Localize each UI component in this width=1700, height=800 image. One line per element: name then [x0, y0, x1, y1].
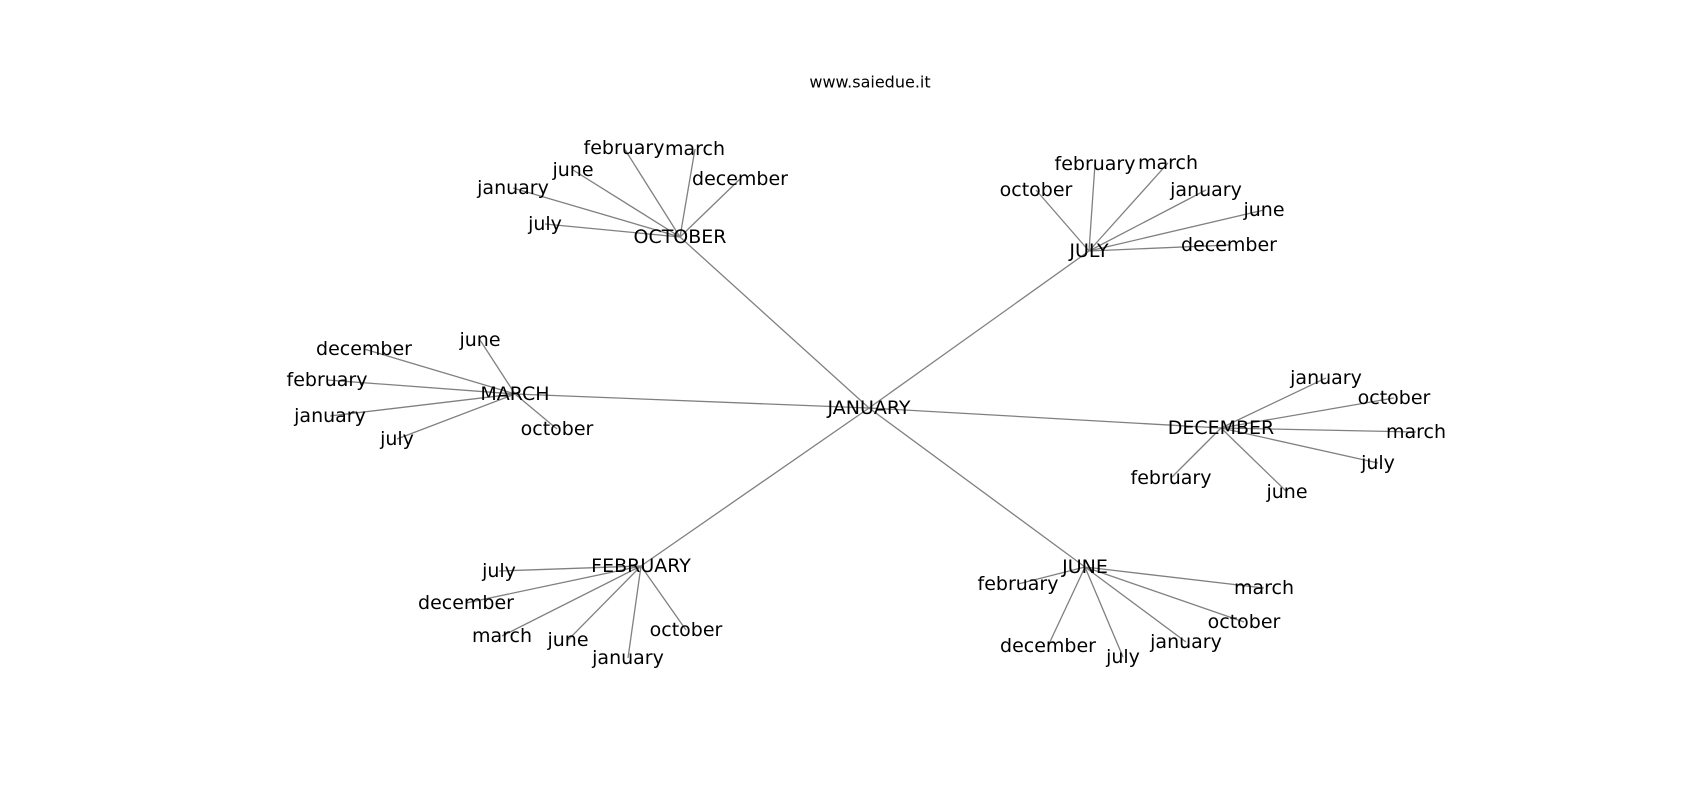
edge-march-to-january [329, 393, 516, 417]
edge-october-to-january [512, 187, 681, 238]
node-leaf-october-december: december [692, 168, 788, 190]
node-leaf-july-february: february [1055, 153, 1136, 175]
edge-february-to-december [465, 565, 642, 604]
diagram-title: www.saiedue.it [809, 73, 930, 92]
node-leaf-december-march: march [1386, 421, 1446, 443]
node-leaf-march-december: december [316, 338, 412, 360]
node-leaf-october-february: february [584, 137, 665, 159]
node-leaf-june-october: october [1208, 611, 1281, 633]
node-leaf-june-december: december [1000, 635, 1096, 657]
node-leaf-july-december: december [1181, 234, 1277, 256]
node-leaf-february-october: october [650, 619, 723, 641]
node-leaf-march-february: february [287, 369, 368, 391]
edge-root-to-june [868, 407, 1086, 568]
node-hub-june: JUNE [1061, 556, 1108, 578]
edges-layer [326, 147, 1417, 659]
node-leaf-december-october: october [1358, 387, 1431, 409]
edge-march-to-june [479, 339, 516, 395]
edge-june-to-july [1084, 566, 1124, 658]
node-leaf-october-january: january [476, 177, 549, 199]
node-leaf-december-june: june [1265, 481, 1307, 503]
edge-july-to-march [1088, 162, 1169, 252]
edge-june-to-december [1047, 566, 1086, 647]
edge-february-to-october [640, 565, 687, 631]
edge-march-to-july [396, 393, 516, 440]
edge-december-to-july [1220, 427, 1379, 464]
node-leaf-october-july: july [527, 213, 562, 235]
edge-december-to-march [1220, 427, 1417, 433]
edge-root-to-july [868, 250, 1090, 409]
node-leaf-march-june: june [458, 329, 500, 351]
edge-march-to-february [326, 379, 516, 395]
edge-february-to-july [498, 565, 642, 572]
edge-july-to-february [1088, 163, 1096, 252]
node-leaf-june-january: january [1149, 631, 1222, 653]
edge-february-to-june [567, 565, 642, 641]
edge-june-to-january [1084, 566, 1187, 643]
edge-june-to-october [1084, 566, 1245, 623]
edge-october-to-february [623, 147, 681, 238]
edge-february-to-january [627, 565, 642, 659]
node-hub-february: FEBRUARY [591, 555, 691, 577]
edge-december-to-february [1170, 427, 1222, 479]
node-leaf-february-july: july [481, 560, 516, 582]
edge-july-to-june [1088, 209, 1265, 252]
node-leaf-february-december: december [418, 592, 514, 614]
edge-july-to-january [1088, 189, 1207, 252]
edge-root-to-december [868, 407, 1222, 429]
node-leaf-october-june: june [551, 159, 593, 181]
node-leaf-february-june: june [546, 629, 588, 651]
node-leaf-december-july: july [1360, 452, 1395, 474]
edge-december-to-january [1220, 377, 1327, 429]
node-leaf-december-february: february [1131, 467, 1212, 489]
edge-october-to-july [544, 223, 681, 238]
node-hub-july: JULY [1068, 240, 1109, 262]
edge-december-to-october [1220, 397, 1395, 429]
node-leaf-july-january: january [1169, 179, 1242, 201]
edge-july-to-october [1035, 189, 1090, 252]
node-leaf-february-march: march [472, 625, 532, 647]
edge-july-to-december [1088, 244, 1230, 252]
node-leaf-february-january: january [591, 647, 664, 669]
edge-december-to-june [1220, 427, 1288, 493]
edge-root-to-february [640, 407, 870, 567]
node-leaf-july-march: march [1138, 152, 1198, 174]
node-leaf-december-january: january [1289, 367, 1362, 389]
edge-june-to-march [1084, 566, 1265, 589]
node-leaf-october-march: march [665, 138, 725, 160]
node-hub-october: OCTOBER [633, 226, 726, 248]
node-root: JANUARY [827, 397, 911, 419]
node-leaf-march-october: october [521, 418, 594, 440]
edge-october-to-june [572, 169, 681, 238]
node-leaf-july-october: october [1000, 179, 1073, 201]
node-leaf-march-january: january [293, 405, 366, 427]
edge-june-to-february [1017, 566, 1086, 585]
edge-october-to-march [679, 148, 696, 238]
node-hub-march: MARCH [480, 383, 549, 405]
node-leaf-june-march: march [1234, 577, 1294, 599]
node-leaf-july-june: june [1242, 199, 1284, 221]
node-hub-december: DECEMBER [1168, 417, 1275, 439]
edge-march-to-december [363, 348, 516, 395]
edge-root-to-march [514, 393, 870, 409]
node-leaf-march-july: july [379, 428, 414, 450]
edge-february-to-march [501, 565, 642, 637]
edge-october-to-december [679, 178, 741, 238]
edge-root-to-october [679, 236, 870, 409]
edge-march-to-october [514, 393, 558, 430]
node-leaf-june-february: february [978, 573, 1059, 595]
node-leaf-june-july: july [1105, 646, 1140, 668]
